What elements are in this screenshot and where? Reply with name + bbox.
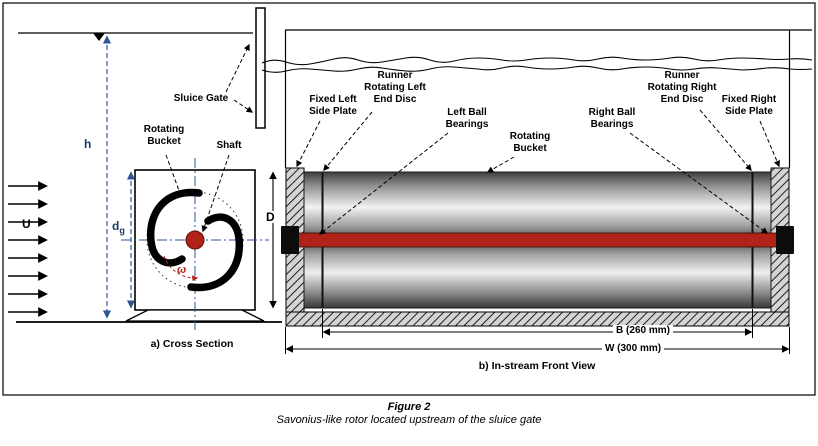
label-line: Bucket: [147, 136, 181, 147]
label-line: Right Ball: [588, 107, 636, 118]
rotating-bucket-label-front: Rotating Bucket: [510, 131, 551, 155]
front-view: [261, 29, 813, 354]
flow-velocity-symbol: U: [22, 217, 31, 231]
right-ball-bearing: [776, 226, 794, 254]
figure-caption: Figure 2 Savonius-like rotor located ups…: [0, 401, 818, 426]
label-line: Bearings: [590, 119, 634, 130]
rotating-bucket-label-cross: Rotating Bucket: [144, 124, 185, 148]
label-line: Bearings: [445, 119, 489, 130]
gate-opening-symbol: dg: [112, 220, 125, 236]
rotor-diameter-symbol: D: [264, 210, 277, 224]
bottom-plate: [285, 311, 790, 327]
bucket-width-dimension-label: B (260 mm): [613, 325, 673, 337]
sluice-gate-label: Sluice Gate: [173, 93, 229, 104]
label-line: End Disc: [373, 94, 417, 105]
cross-section-leader-arrows: [165, 43, 254, 233]
bucket-lower: [187, 213, 244, 292]
runner-right-end-disc-label: Runner Rotating Right End Disc: [648, 70, 717, 106]
shaft-label: Shaft: [216, 140, 242, 151]
flow-arrows: [8, 181, 48, 317]
label-line: Rotating Right: [647, 82, 717, 93]
label-line: Fixed Right: [721, 94, 777, 105]
fixed-left-side-plate-label: Fixed Left Side Plate: [309, 94, 357, 118]
runner-left-end-disc-label: Runner Rotating Left End Disc: [364, 70, 426, 106]
label-line: Bucket: [513, 143, 547, 154]
water-depth-symbol: h: [84, 137, 92, 151]
channel-width-dimension-label: W (300 mm): [601, 343, 665, 355]
water-level-marker-icon: [93, 33, 105, 41]
cross-section-view: [8, 7, 282, 330]
right-ball-bearings-label: Right Ball Bearings: [589, 107, 636, 131]
label-line: Fixed Left: [309, 94, 357, 105]
label-line: Side Plate: [309, 106, 357, 117]
sluice-gate-shape: [255, 7, 266, 129]
label-line: Side Plate: [725, 106, 773, 117]
rotor-shaft: [285, 232, 790, 248]
front-view-caption: b) In-stream Front View: [478, 360, 596, 372]
label-line: Runner: [377, 70, 413, 81]
front-view-leader-arrows: [296, 109, 780, 235]
label-line: Left Ball: [447, 107, 487, 118]
label-line: Rotating: [509, 131, 551, 142]
label-line: Rotating Left: [364, 82, 426, 93]
figure-title: Figure 2: [387, 401, 431, 413]
shaft-cross-section: [185, 230, 205, 250]
water-surface-wave-upper: [261, 56, 813, 66]
angular-velocity-symbol: ω: [177, 264, 187, 276]
bucket-upper: [146, 188, 203, 267]
figure-subtitle: Savonius-like rotor located upstream of …: [276, 414, 542, 426]
symbol-subscript: g: [119, 225, 125, 236]
label-line: End Disc: [660, 94, 704, 105]
label-line: Runner: [664, 70, 700, 81]
water-surface-wave-lower: [261, 65, 813, 73]
left-ball-bearing: [281, 226, 299, 254]
fixed-right-side-plate-label: Fixed Right Side Plate: [722, 94, 776, 118]
left-ball-bearings-label: Left Ball Bearings: [446, 107, 489, 131]
symbol-main: d: [112, 219, 120, 233]
cross-section-caption: a) Cross Section: [150, 338, 234, 350]
label-line: Rotating: [143, 124, 185, 135]
